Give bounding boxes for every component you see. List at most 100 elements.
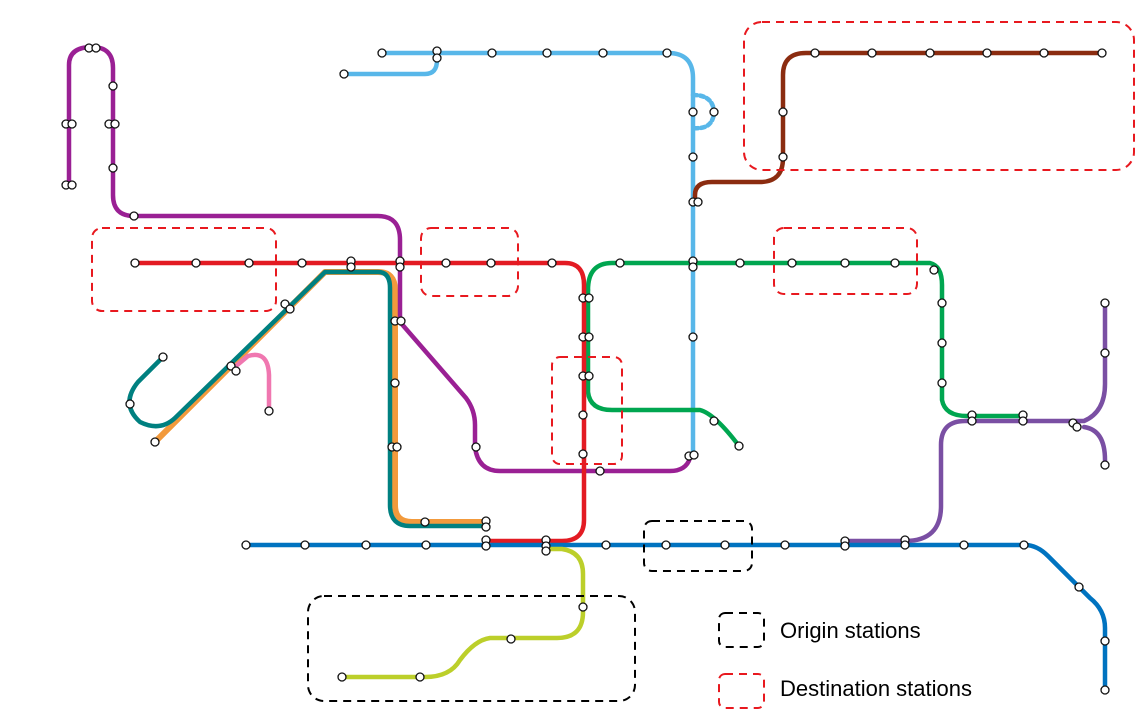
- station: [1074, 582, 1084, 592]
- legend-origin-swatch: [718, 612, 765, 648]
- station: [300, 540, 310, 550]
- station: [264, 406, 274, 416]
- destination-zone: [773, 227, 918, 295]
- station: [396, 316, 406, 326]
- station: [810, 48, 820, 58]
- station: [420, 517, 430, 527]
- violet-branch: [1081, 424, 1108, 468]
- destination-zone: [551, 356, 623, 465]
- station: [158, 352, 168, 362]
- light-blue-branch: [341, 57, 440, 77]
- station: [506, 634, 516, 644]
- station: [337, 672, 347, 682]
- station: [1018, 416, 1028, 426]
- station: [392, 442, 402, 452]
- station: [615, 258, 625, 268]
- station: [689, 450, 699, 460]
- legend-destination-label: Destination stations: [780, 676, 972, 701]
- station: [688, 262, 698, 272]
- lime-line: [339, 546, 586, 680]
- station: [787, 258, 797, 268]
- station: [377, 48, 387, 58]
- station: [1100, 636, 1110, 646]
- station: [481, 541, 491, 551]
- station: [584, 293, 594, 303]
- station: [693, 197, 703, 207]
- station: [778, 107, 788, 117]
- station: [395, 262, 405, 272]
- station: [1100, 460, 1110, 470]
- station: [487, 48, 497, 58]
- orange-line: [152, 269, 489, 525]
- station: [1097, 48, 1107, 58]
- station: [584, 332, 594, 342]
- station: [285, 304, 295, 314]
- station: [709, 416, 719, 426]
- station: [688, 332, 698, 342]
- destination-zone: [420, 227, 519, 297]
- station: [709, 107, 719, 117]
- station: [1100, 348, 1110, 358]
- station: [578, 410, 588, 420]
- station: [595, 466, 605, 476]
- station: [541, 546, 551, 556]
- station: [578, 449, 588, 459]
- station: [1039, 48, 1049, 58]
- station: [547, 258, 557, 268]
- station: [688, 152, 698, 162]
- station: [982, 48, 992, 58]
- legend: Origin stations Destination stations: [718, 612, 972, 709]
- station: [91, 43, 101, 53]
- station: [1100, 298, 1110, 308]
- violet-line: [842, 300, 1108, 544]
- destination-zone: [91, 227, 277, 312]
- station: [241, 540, 251, 550]
- station: [840, 258, 850, 268]
- blue-line: [243, 542, 1108, 693]
- station: [959, 540, 969, 550]
- station: [900, 540, 910, 550]
- station: [339, 69, 349, 79]
- station: [110, 119, 120, 129]
- station: [735, 258, 745, 268]
- station: [840, 541, 850, 551]
- station: [890, 258, 900, 268]
- station: [688, 107, 698, 117]
- station: [601, 540, 611, 550]
- station: [925, 48, 935, 58]
- station: [867, 48, 877, 58]
- station: [1019, 540, 1029, 550]
- green-branch: [585, 287, 742, 449]
- station: [662, 48, 672, 58]
- pink-line: [233, 352, 272, 414]
- destination-zones: [91, 21, 1135, 465]
- origin-zones: [307, 520, 753, 702]
- origin-zone: [643, 520, 753, 572]
- station: [584, 371, 594, 381]
- station: [130, 258, 140, 268]
- station: [191, 258, 201, 268]
- station: [297, 258, 307, 268]
- station: [421, 540, 431, 550]
- station: [937, 378, 947, 388]
- light-blue-line: [379, 50, 696, 460]
- station: [244, 258, 254, 268]
- station: [67, 119, 77, 129]
- station: [108, 81, 118, 91]
- station: [1100, 685, 1110, 695]
- origin-zone: [307, 595, 636, 702]
- station: [150, 437, 160, 447]
- station: [390, 378, 400, 388]
- station: [1072, 422, 1082, 432]
- station: [720, 540, 730, 550]
- station: [542, 48, 552, 58]
- station: [937, 338, 947, 348]
- station: [432, 53, 442, 63]
- station: [415, 672, 425, 682]
- station: [967, 416, 977, 426]
- station: [937, 298, 947, 308]
- station: [734, 441, 744, 451]
- red-line: [132, 260, 587, 544]
- station: [108, 163, 118, 173]
- station: [780, 540, 790, 550]
